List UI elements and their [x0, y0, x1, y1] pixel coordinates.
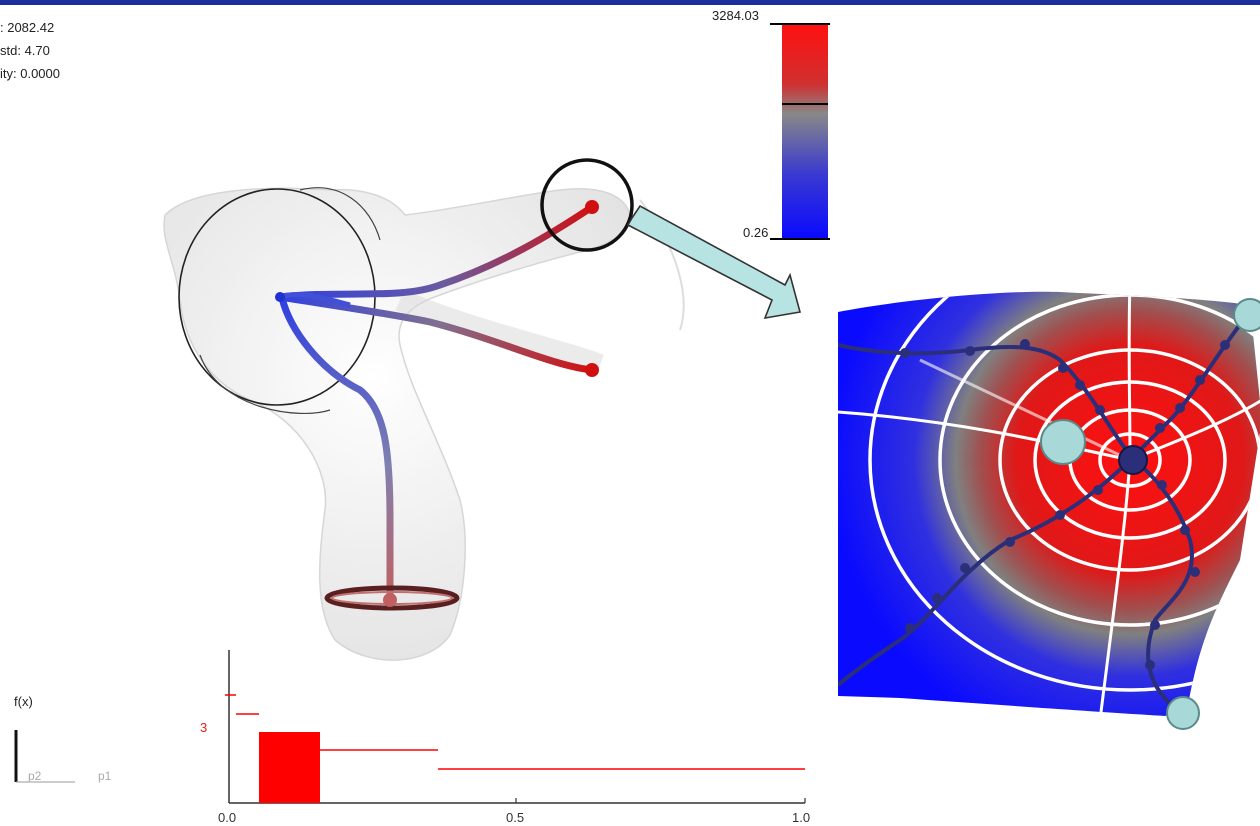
- x-tick-label: 0.5: [506, 810, 524, 825]
- top-border: [0, 0, 1260, 5]
- colorbar: 3284.03 0.26: [712, 8, 830, 240]
- p1-label: p1: [98, 769, 112, 783]
- zoom-circle: [540, 158, 634, 252]
- endpoint-marker: [585, 200, 599, 214]
- p2-label: p2: [28, 769, 42, 783]
- histogram: 3 0.0 0.5 1.0: [200, 650, 810, 825]
- bone-model: [163, 187, 685, 661]
- zoom-heatmap: [838, 291, 1260, 730]
- std-stat: std: 4.70: [0, 43, 50, 58]
- landmark-node: [1166, 696, 1200, 730]
- axis-legend: f(x) p2 p1: [14, 694, 112, 783]
- colorbar-min-label: 0.26: [743, 225, 768, 240]
- bottom-ring: [324, 585, 460, 611]
- center-node: [1118, 445, 1148, 475]
- x-tick-label: 0.0: [218, 810, 236, 825]
- similarity-stat: ity: 0.0000: [0, 66, 60, 81]
- landmark-node: [1040, 419, 1086, 465]
- histogram-bar: [259, 732, 320, 803]
- endpoint-marker: [585, 363, 599, 377]
- x-tick-label: 1.0: [792, 810, 810, 825]
- landmark-node: [1233, 298, 1260, 332]
- colorbar-max-label: 3284.03: [712, 8, 759, 23]
- zoom-arrow: [626, 204, 802, 320]
- y-marker-label: 3: [200, 720, 207, 735]
- fx-label: f(x): [14, 694, 33, 709]
- mean-stat: : 2082.42: [0, 20, 55, 35]
